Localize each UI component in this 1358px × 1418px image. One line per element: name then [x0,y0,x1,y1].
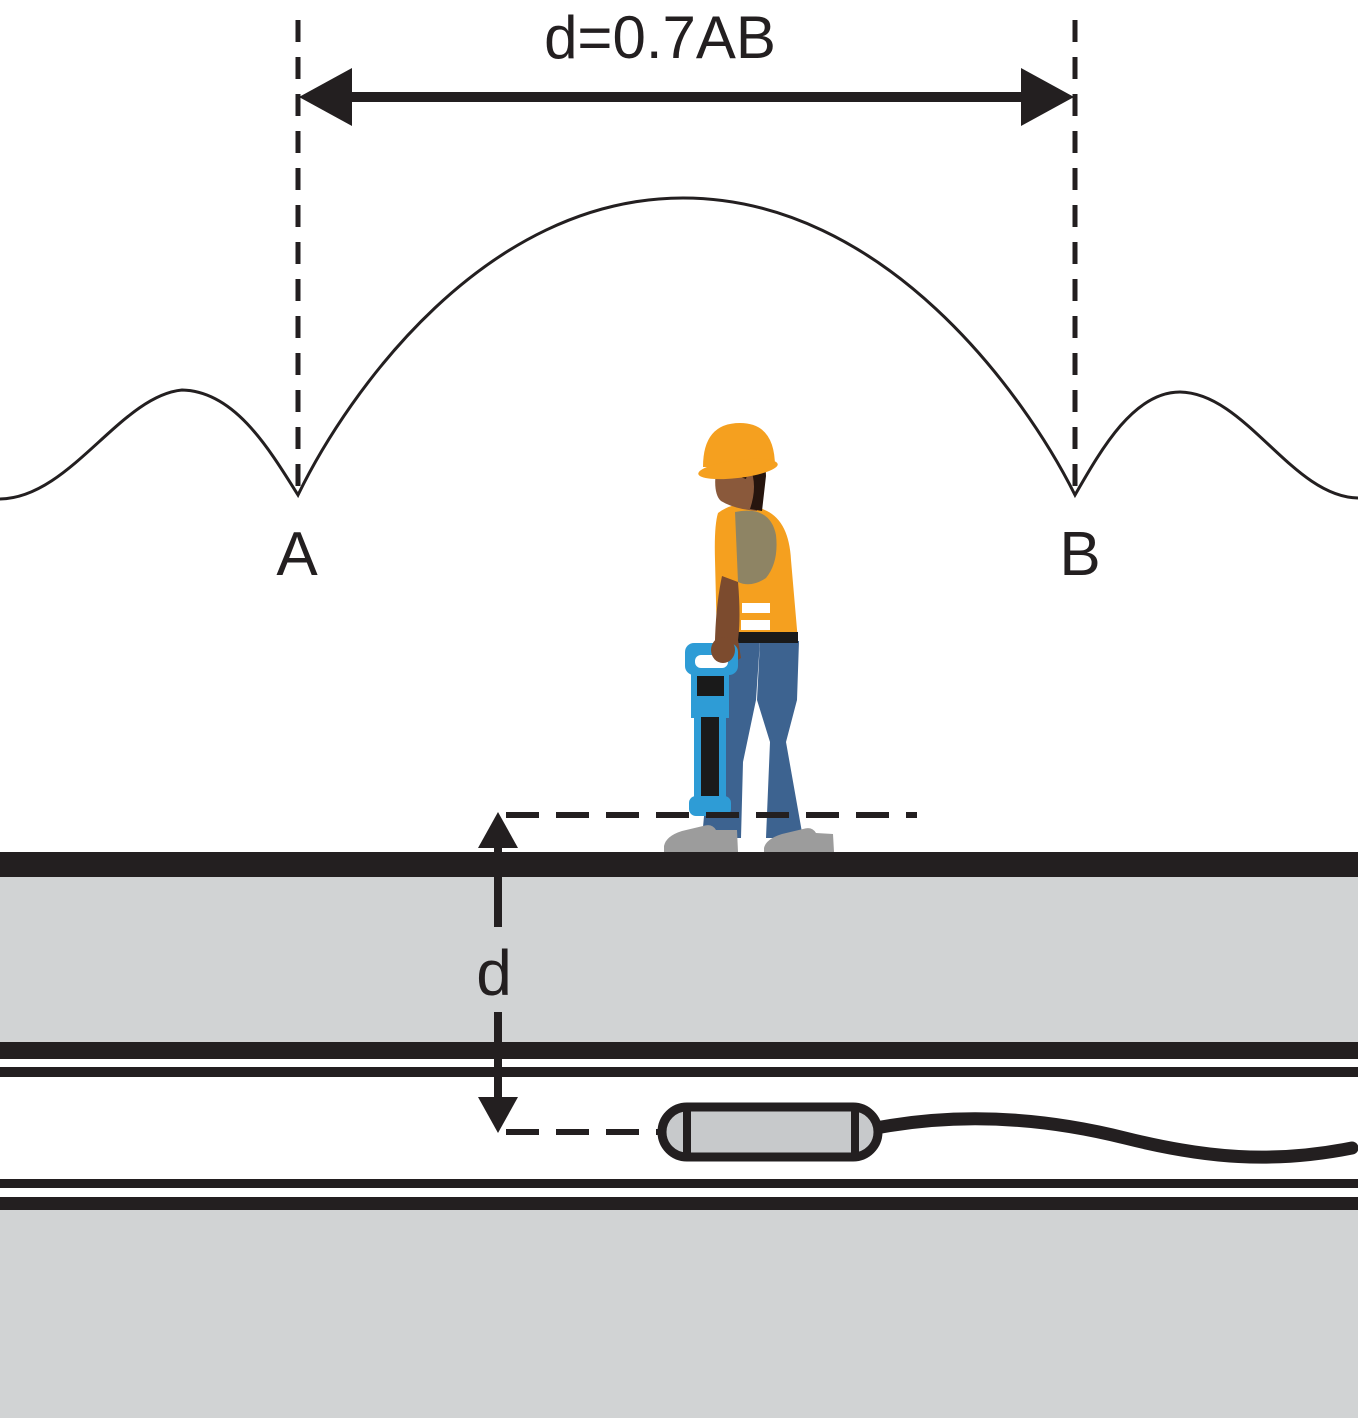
pipe-bottom-wall-inner [0,1179,1358,1188]
distance-arrowhead-left [299,68,352,126]
distance-arrowhead-right [1021,68,1074,126]
soil-upper-layer [0,877,1358,1042]
locator-blade [701,717,719,797]
distance-dimension: d=0.7AB [299,4,1074,126]
depth-arrowhead-down [478,1097,518,1133]
null-b-label: B [1059,520,1100,589]
soil-lower-layer [0,1210,1358,1418]
depth-dimension: d [476,812,917,1135]
worker-sleeve [735,510,777,585]
hard-hat-dome [703,423,775,467]
null-a-label: A [276,520,318,589]
worker-figure [664,423,834,852]
worker-back-leg [757,641,803,838]
null-markers: A B [276,20,1101,589]
depth-label: d [476,937,512,1009]
sonde-assembly [657,1102,1358,1164]
depth-arrowhead-up [478,812,518,848]
worker-front-shoe [664,825,738,852]
distance-formula-label: d=0.7AB [544,4,776,71]
vest-reflective-stripe-bottom [741,620,770,630]
signal-curve-path [0,196,1358,501]
pipe-bottom-wall-outer [0,1197,1358,1210]
locator-foot [689,796,731,816]
vest-reflective-stripe-top [742,603,770,613]
pipe-top-wall-inner [0,1067,1358,1077]
cable-locator-device [685,637,738,816]
ground-cross-section [0,852,1358,1418]
pipe-top-wall-outer [0,1042,1358,1059]
locator-screen [697,676,724,696]
vest-hem [717,632,798,643]
worker-hand [711,637,735,663]
road-surface-layer [0,852,1358,877]
sonde-capsule [657,1102,883,1162]
worker-back-shoe [764,828,834,852]
hard-hat-brim [698,458,778,480]
sonde-cable [869,1112,1358,1164]
signal-response-curve [0,196,1358,501]
